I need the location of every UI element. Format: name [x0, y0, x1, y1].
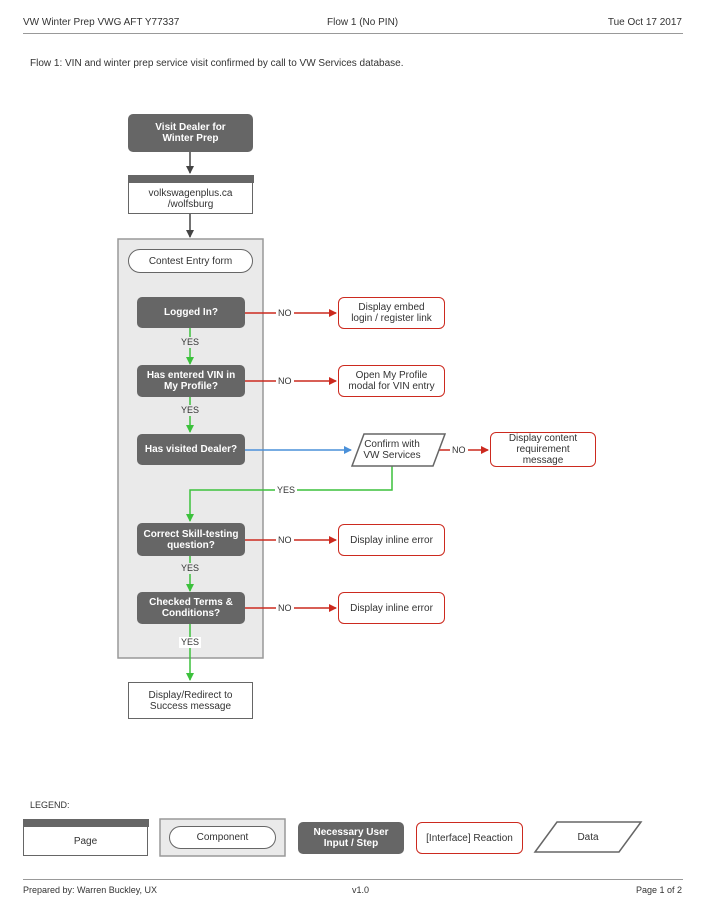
- legend-page: Page: [22, 818, 149, 856]
- correct-skill-decision: Correct Skill-testing question?: [137, 523, 245, 556]
- open-profile-reaction: Open My Profile modal for VIN entry: [338, 365, 445, 397]
- legend-data-shape: [533, 821, 643, 853]
- legend-step: Necessary User Input / Step: [298, 822, 404, 854]
- no-label-skill: NO: [276, 535, 294, 546]
- legend-data-label: Data: [577, 831, 599, 843]
- yes-label-skill: YES: [179, 563, 202, 574]
- footer-divider: [23, 879, 683, 880]
- header-flow-name: Flow 1 (No PIN): [327, 17, 399, 28]
- display-content-reaction: Display content requirement message: [490, 432, 596, 467]
- yes-label-confirm: YES: [275, 485, 298, 496]
- footer-author: Prepared by: Warren Buckley, UX: [23, 885, 158, 895]
- legend-page-label: Page: [73, 836, 98, 847]
- visited-dealer-decision: Has visited Dealer?: [137, 434, 245, 465]
- logged-in-decision: Logged In?: [137, 297, 245, 328]
- no-label-terms: NO: [276, 603, 294, 614]
- header-title: VW Winter Prep VWG AFT Y77337: [23, 17, 180, 28]
- legend-component: Component: [169, 826, 276, 849]
- display-embed-reaction: Display embed login / register link: [338, 297, 445, 329]
- header-divider: [23, 33, 683, 34]
- flow-caption: Flow 1: VIN and winter prep service visi…: [30, 58, 404, 69]
- yes-label-logged-in: YES: [179, 337, 202, 348]
- no-label-logged-in: NO: [276, 308, 294, 319]
- no-label-confirm: NO: [450, 445, 468, 456]
- checked-terms-decision: Checked Terms & Conditions?: [137, 592, 245, 624]
- legend-reaction: [Interface] Reaction: [416, 822, 523, 854]
- landing-page-node: volkswagenplus.ca /wolfsburg: [127, 174, 254, 214]
- confirm-vw-label: Confirm with VW Services: [363, 439, 421, 461]
- yes-label-terms: YES: [179, 637, 202, 648]
- footer-version: v1.0: [352, 885, 370, 895]
- entered-vin-decision: Has entered VIN in My Profile?: [137, 365, 245, 397]
- no-label-vin: NO: [276, 376, 294, 387]
- confirm-vw-shape: [350, 433, 447, 467]
- header-date: Tue Oct 17 2017: [607, 17, 682, 28]
- yes-label-vin: YES: [179, 405, 202, 416]
- success-page-node: Display/Redirect to Success message: [128, 682, 253, 719]
- legend-title: LEGEND:: [30, 800, 70, 810]
- contest-form-component: Contest Entry form: [128, 249, 253, 273]
- landing-page-label: volkswagenplus.ca /wolfsburg: [148, 187, 233, 210]
- footer-page-number: Page 1 of 2: [635, 885, 682, 895]
- inline-error-terms-reaction: Display inline error: [338, 592, 445, 624]
- inline-error-skill-reaction: Display inline error: [338, 524, 445, 556]
- visit-dealer-step: Visit Dealer for Winter Prep: [128, 114, 253, 152]
